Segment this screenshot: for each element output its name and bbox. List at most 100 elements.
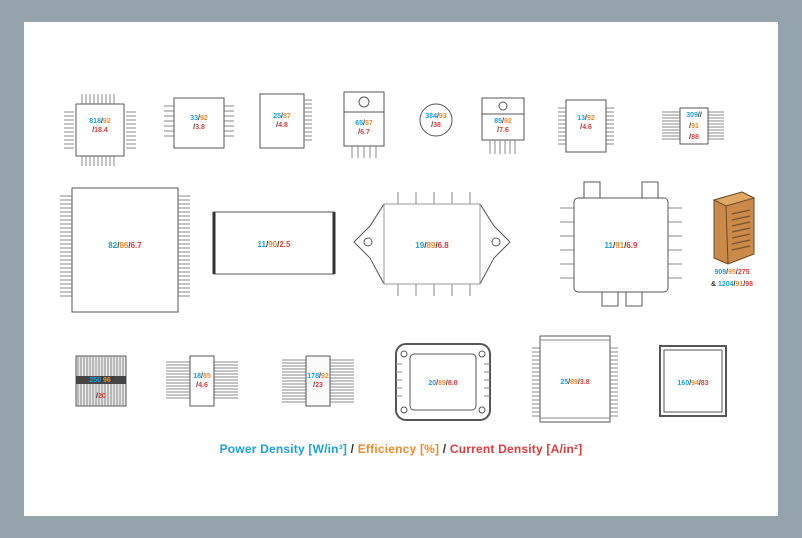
module-fin	[731, 209, 751, 215]
current-density-value: 98	[745, 281, 753, 288]
module-m19: 160/94/83	[659, 345, 727, 417]
power-density-value: 250	[89, 377, 101, 384]
power-density-value: 818	[89, 118, 101, 125]
module-label: 20/89/8.8	[428, 380, 457, 387]
amp-prefix: &	[711, 281, 718, 288]
mounting-hole	[400, 350, 408, 358]
module-m18: 25/89/3.8	[532, 335, 618, 423]
label-separator: /	[277, 240, 280, 249]
current-density-value: 4.6	[198, 382, 208, 389]
legend-separator-2: /	[439, 442, 450, 456]
mounting-hole	[498, 101, 508, 111]
module-body	[75, 103, 125, 157]
module-body	[213, 211, 335, 275]
label-separator: /	[736, 269, 738, 276]
label-separator: /	[111, 377, 113, 384]
efficiency-value: 93	[439, 113, 447, 120]
module-label-line1: 85/92	[494, 118, 512, 125]
label-separator: /	[699, 380, 701, 387]
module-m14: 250/96// 20	[75, 355, 127, 407]
power-density-value: 20	[428, 380, 436, 387]
label-separator: /	[613, 241, 616, 250]
module-label-line1: 818/92	[89, 118, 111, 125]
label-separator: /	[700, 112, 702, 119]
module-m5: 384/93/38	[419, 103, 453, 137]
efficiency-value: 90	[268, 240, 277, 249]
module-inner	[663, 349, 723, 413]
module-fin	[731, 221, 751, 227]
current-density-value: 3.8	[580, 379, 590, 386]
label-separator: /	[734, 281, 736, 288]
label-separator: /	[101, 377, 103, 384]
label-separator: /	[363, 120, 365, 127]
module-label-line2: /4.8	[276, 122, 288, 129]
module-edge	[725, 205, 729, 265]
efficiency-value: 95	[728, 269, 736, 276]
module-label-line2: /7.6	[497, 127, 509, 134]
power-density-value: 13	[577, 115, 585, 122]
label-separator: /	[117, 241, 120, 250]
current-density-value: 88	[691, 134, 699, 141]
module-body	[679, 107, 709, 145]
label-separator: /	[196, 382, 198, 389]
module-m16: 178/92/23	[282, 355, 354, 407]
label-separator: /	[502, 118, 504, 125]
label-separator: /	[743, 281, 745, 288]
module-label-line2: /91	[689, 123, 699, 130]
power-density-value: 19	[415, 241, 424, 250]
mounting-hole	[478, 406, 486, 414]
efficiency-value: 91	[615, 241, 624, 250]
module-label: 82/86/6.7	[108, 241, 142, 250]
label-separator: /	[198, 115, 200, 122]
module-label: 250/96/	[89, 377, 112, 384]
module-label-line2: /3.8	[193, 124, 205, 131]
module-label-line1: 33/92	[190, 115, 208, 122]
legend-efficiency: Efficiency [%]	[357, 442, 440, 456]
module-label-line2: /23	[313, 382, 323, 389]
module-label: 309//	[686, 112, 702, 119]
label-separator: /	[580, 124, 582, 131]
module-label: 19/89/6.8	[415, 241, 449, 250]
module-body	[71, 187, 179, 313]
efficiency-value: 92	[103, 118, 111, 125]
label-separator: /	[436, 380, 438, 387]
mounting-ear	[641, 181, 659, 201]
label-separator: /	[101, 118, 103, 125]
current-density-value: 20	[98, 393, 106, 400]
power-density-value: 160	[677, 380, 689, 387]
power-density-value: 85	[494, 118, 502, 125]
module-body	[189, 355, 215, 407]
module-m6: 85/92/7.6	[481, 97, 525, 154]
module-label-line3: /88	[689, 134, 699, 141]
power-density-value: 384	[425, 113, 437, 120]
module-label-line2: & 1204/91/98	[711, 281, 753, 288]
label-separator: /	[424, 241, 427, 250]
efficiency-value: 85	[203, 373, 211, 380]
efficiency-value: 92	[587, 115, 595, 122]
label-separator: /	[624, 241, 627, 250]
module-label: 909/95/275	[714, 269, 749, 276]
module-label-line1: 18/85	[193, 373, 211, 380]
module-m12: 11/91/6.9	[560, 181, 682, 307]
power-density-value: 909	[714, 269, 726, 276]
label-separator: /	[193, 124, 195, 131]
module-m1: 818/92/18.4	[64, 94, 136, 166]
mounting-hole	[363, 237, 373, 247]
label-separator: /	[446, 380, 448, 387]
module-label: 25/89/3.8	[560, 379, 589, 386]
mounting-hole	[478, 350, 486, 358]
efficiency-value: 92	[321, 373, 329, 380]
module-m7: 13 / 92/4.6	[558, 99, 614, 153]
label-separator: /	[266, 240, 269, 249]
module-m8: 309///91/88	[662, 107, 724, 145]
mounting-ear	[583, 181, 601, 201]
current-density-value: 6.9	[626, 241, 638, 250]
module-label: 160/94/83	[677, 380, 708, 387]
module-label: 11/91/6.9	[605, 241, 639, 250]
current-density-value: 83	[701, 380, 709, 387]
efficiency-value: 92	[504, 118, 512, 125]
module-label-line2: /4.6	[580, 124, 592, 131]
label-separator: /	[689, 123, 691, 130]
